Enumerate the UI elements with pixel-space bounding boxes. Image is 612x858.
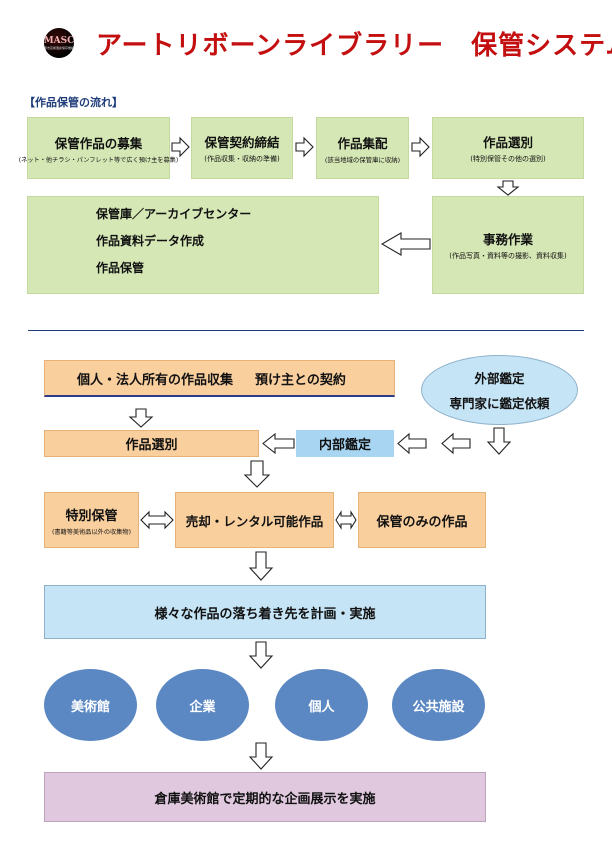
collect-label: 個人・法人所有の作品収集 — [77, 372, 234, 388]
arrow-down-4 — [243, 460, 271, 488]
storage-line-data: 作品資料データ作成 — [96, 234, 205, 248]
special-storage-sub: (書籍等美術品以外の収集物) — [51, 528, 132, 536]
arrow-down-5 — [248, 551, 274, 581]
storage-only-box: 保管のみの作品 — [358, 492, 486, 548]
flow-box-contract: 保管契約締結 (作品収集・収納の準備) — [191, 117, 293, 179]
special-storage-box: 特別保管 (書籍等美術品以外の収集物) — [44, 492, 139, 548]
destination-museum-label: 美術館 — [70, 699, 110, 715]
destination-company-label: 企業 — [189, 699, 216, 715]
arrow-left-2 — [262, 432, 295, 455]
arrow-right-3 — [411, 136, 430, 158]
section-divider — [28, 330, 584, 331]
sale-rental-label: 売却・レンタル可能作品 — [185, 513, 324, 529]
arrow-left-4 — [441, 432, 471, 455]
logo-text: MASC — [43, 35, 75, 46]
plan-label: 様々な作品の落ち着き先を計画・実施 — [154, 606, 376, 622]
section-label: 【作品保管の流れ】 — [24, 96, 123, 109]
destination-museum: 美術館 — [44, 669, 137, 741]
arrow-down-3 — [486, 427, 512, 455]
arrow-double-2 — [335, 510, 357, 530]
arrow-down-7 — [248, 742, 274, 770]
flow-box-selection-title: 作品選別 — [482, 135, 533, 150]
flow-box-recruit-sub: (ネット・他チラシ・パンフレット等で広く預け主を募集) — [18, 156, 179, 164]
arrow-left-1 — [380, 232, 431, 256]
flow-box-contract-title: 保管契約締結 — [204, 135, 280, 150]
arrow-left-3 — [397, 432, 427, 455]
destination-individual: 個人 — [275, 669, 368, 741]
flow-box-recruit-title: 保管作品の募集 — [54, 135, 143, 151]
flow-box-admin-sub: (作品写真・資料等の撮影、資料収集) — [449, 252, 567, 260]
flow-box-admin: 事務作業 (作品写真・資料等の撮影、資料収集) — [432, 196, 584, 294]
internal-appraisal-box: 内部鑑定 — [296, 430, 394, 457]
external-appraisal-sub: 専門家に鑑定依頼 — [449, 396, 550, 411]
destination-company: 企業 — [156, 669, 249, 741]
destination-public: 公共施設 — [392, 669, 485, 741]
logo-subtext: 都市芸術遺産保存機構 — [44, 45, 75, 50]
destination-public-label: 公共施設 — [412, 699, 465, 715]
flow-box-selection: 作品選別 (特別保管その他の選別) — [432, 117, 584, 179]
flow-box-delivery-sub: (該当地域の保管庫に収納) — [324, 155, 401, 164]
collect-contract-box: 個人・法人所有の作品収集 預け主との契約 — [44, 360, 395, 397]
sale-rental-box: 売却・レンタル可能作品 — [175, 492, 334, 548]
flow-box-admin-title: 事務作業 — [482, 232, 533, 247]
storage-center-box: 保管庫／アーカイブセンター 作品資料データ作成 作品保管 — [27, 196, 379, 294]
storage-only-label: 保管のみの作品 — [376, 514, 468, 530]
internal-appraisal-label: 内部鑑定 — [318, 438, 371, 453]
flow-box-delivery-title: 作品集配 — [337, 135, 388, 151]
flow-box-selection-sub: (特別保管その他の選別) — [470, 155, 546, 163]
special-storage-title: 特別保管 — [65, 508, 118, 524]
external-appraisal-ellipse: 外部鑑定 専門家に鑑定依頼 — [421, 355, 578, 425]
exhibition-label: 倉庫美術館で定期的な企画展示を実施 — [154, 791, 376, 807]
masc-logo: MASC 都市芸術遺産保存機構 — [44, 28, 74, 58]
selection-label: 作品選別 — [125, 438, 178, 453]
page-title: アートリボーンライブラリー 保管システム — [96, 31, 612, 61]
arrow-down-6 — [248, 641, 274, 669]
storage-line-keep: 作品保管 — [96, 261, 145, 275]
flow-box-recruit: 保管作品の募集 (ネット・他チラシ・パンフレット等で広く預け主を募集) — [19, 117, 178, 179]
destination-individual-label: 個人 — [308, 699, 335, 715]
exhibition-box: 倉庫美術館で定期的な企画展示を実施 — [44, 772, 486, 822]
arrow-down-1 — [496, 180, 520, 196]
arrow-right-2 — [295, 136, 314, 158]
contract-label: 預け主との契約 — [255, 372, 346, 388]
arrow-right-1 — [171, 136, 190, 158]
plan-box: 様々な作品の落ち着き先を計画・実施 — [44, 585, 486, 639]
selection-box: 作品選別 — [44, 430, 259, 457]
flow-box-delivery: 作品集配 (該当地域の保管庫に収納) — [316, 117, 409, 179]
external-appraisal-title: 外部鑑定 — [474, 371, 525, 386]
arrow-double-1 — [140, 510, 174, 530]
flow-box-contract-sub: (作品収集・収納の準備) — [204, 155, 280, 163]
arrow-down-2 — [128, 408, 154, 428]
storage-line-archive: 保管庫／アーカイブセンター — [96, 207, 252, 221]
